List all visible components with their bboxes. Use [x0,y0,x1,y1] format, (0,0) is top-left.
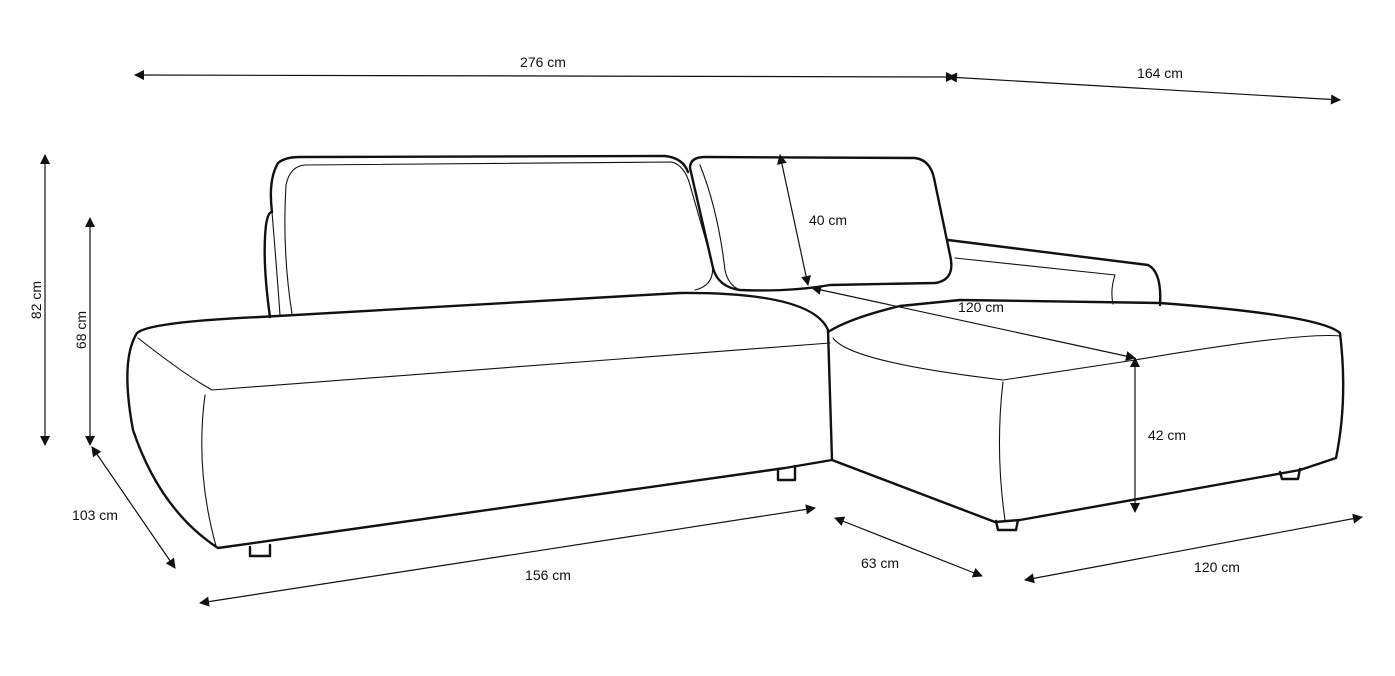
left-backrest [263,154,690,319]
dim-120-inner [811,285,1136,361]
label-seat-depth: 63 cm [860,555,900,571]
label-depth: 103 cm [72,507,118,523]
right-armrest [946,238,1162,307]
dimension-lines [40,70,1363,607]
left-backrest-cushion [284,161,714,315]
right-backrest-cushion [688,155,953,292]
sofa-drawing [126,154,1345,558]
foot [994,518,1020,532]
label-total-height: 82 cm [28,280,44,320]
label-front-width: 156 cm [525,567,571,583]
foot [248,543,272,558]
label-chaise-front-width: 120 cm [1194,559,1240,575]
foot [776,464,797,482]
dim-103 [91,446,176,569]
label-cushion-height: 40 cm [808,212,848,228]
label-backrest-height: 68 cm [73,310,89,350]
label-seat-height: 42 cm [1147,427,1187,443]
dim-276 [134,70,956,82]
left-seat-module [126,291,834,550]
dim-40 [777,154,811,286]
label-chaise-inner-length: 120 cm [958,299,1004,315]
foot [1278,467,1302,481]
label-total-width: 276 cm [520,54,566,70]
dim-156 [199,504,816,607]
dim-120-front [1024,513,1363,584]
label-chaise-length: 164 cm [1137,65,1183,81]
dim-164 [947,72,1341,105]
dim-63 [834,516,983,578]
chaise-module [826,298,1345,524]
